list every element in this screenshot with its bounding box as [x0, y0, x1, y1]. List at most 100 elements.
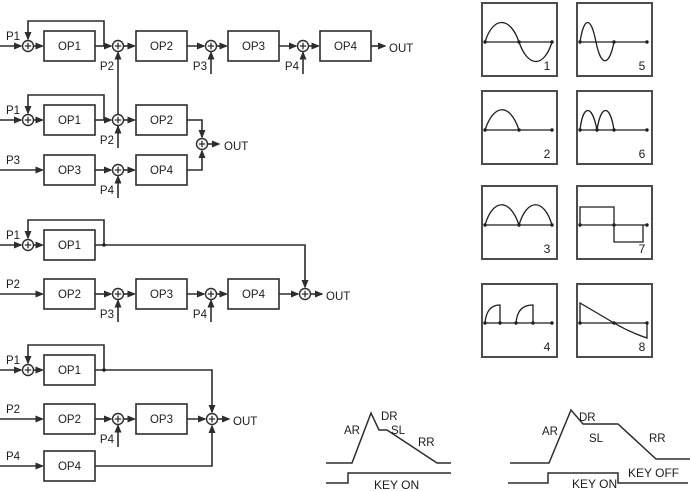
operator-label: OP3: [58, 165, 81, 177]
operator-label: OP1: [58, 365, 81, 377]
alg4-connectors: [0, 344, 231, 470]
key-on-label: KEY ON: [374, 478, 419, 491]
adder-icon: [21, 363, 35, 377]
release-rate-label: RR: [418, 437, 435, 449]
adder-icon: [195, 137, 209, 151]
adder-icon: [111, 287, 125, 301]
input-label: P4: [193, 309, 208, 321]
algorithm-2: P1 P2 P3 P4 OP1 OP2 OP3 OP4 OUT: [0, 94, 248, 198]
waveform-number: 1: [544, 59, 551, 73]
envelope-diagram-key-on: AR DR SL RR KEY ON: [326, 411, 451, 491]
junction-dot: [102, 368, 106, 372]
envelope-diagram-key-off: AR DR SL RR KEY OFF KEY ON: [508, 408, 690, 491]
operator-label: OP3: [242, 41, 265, 53]
adder-icon: [21, 113, 35, 127]
junction-dot: [102, 243, 106, 247]
decay-rate-label: DR: [579, 412, 596, 424]
feedback-loop: [24, 344, 105, 370]
operator-box: [135, 30, 188, 62]
op4-branch: [95, 424, 216, 467]
adder-icon: [111, 163, 125, 177]
alg2-connectors: [0, 94, 221, 198]
operator-label: OP3: [150, 414, 173, 426]
envelope-curve: [326, 411, 451, 464]
input-label: P2: [100, 61, 114, 73]
operator-box: [135, 154, 188, 186]
adder-icon: [21, 39, 35, 53]
input-label: P4: [285, 61, 300, 73]
operator-box: [43, 104, 96, 136]
adder-icon: [296, 39, 310, 53]
compressed-sine-icon: [579, 21, 615, 62]
input-label: P2: [100, 135, 114, 147]
waveform-box-7: 7: [576, 185, 653, 260]
waveform-number: 3: [544, 242, 551, 256]
operator-label: OP2: [58, 414, 81, 426]
input-label: P3: [100, 309, 114, 321]
input-label: P2: [6, 279, 20, 291]
operator-label: OP4: [150, 165, 174, 177]
waveform-number: 2: [544, 147, 551, 161]
operator-label: OP2: [150, 115, 173, 127]
operator-box: [319, 30, 372, 62]
quarter-sine-fins-icon: [484, 304, 534, 324]
release-rate-label: RR: [649, 433, 666, 445]
waveform-number: 7: [639, 242, 646, 256]
key-on-label: KEY ON: [572, 477, 617, 491]
operator-box: [135, 403, 188, 435]
input-label: P1: [6, 105, 20, 117]
key-gate-signal: [326, 472, 451, 484]
carrier-branch: [95, 369, 216, 414]
output-label: OUT: [389, 43, 413, 55]
input-label: P1: [6, 230, 20, 242]
input-label: P1: [6, 31, 20, 43]
operator-box: [43, 450, 96, 482]
algorithm-4: P1 P2 P4 P4 OP1 OP2 OP3 OP4 OUT: [0, 344, 257, 482]
adder-icon: [111, 113, 125, 127]
output-label: OUT: [233, 416, 257, 428]
adder-icon: [204, 39, 218, 53]
operator-label: OP4: [58, 461, 82, 473]
adder-icon: [298, 287, 312, 301]
attack-rate-label: AR: [344, 425, 360, 437]
adder-icon: [111, 412, 125, 426]
alg3-connectors: [0, 219, 324, 322]
adder-icon: [21, 238, 35, 252]
operator-label: OP3: [150, 289, 173, 301]
input-label: P1: [6, 355, 20, 367]
operator-box: [227, 278, 280, 310]
input-label: P4: [6, 451, 21, 463]
key-gate-signal: [508, 472, 688, 484]
operator-box: [43, 154, 96, 186]
operator-box: [43, 403, 96, 435]
feedback-loop: [24, 219, 105, 245]
input-label: P3: [6, 155, 20, 167]
output-label: OUT: [326, 291, 350, 303]
feedback-loop: [24, 20, 105, 46]
waveform-box-4: 4: [481, 283, 558, 358]
attack-rate-label: AR: [542, 426, 558, 438]
input-label: P3: [193, 61, 207, 73]
input-label: P2: [6, 404, 20, 416]
waveform-box-6: 6: [576, 90, 653, 165]
operator-box: [135, 278, 188, 310]
adder-icon: [111, 39, 125, 53]
algorithm-1: P1 P2 P3 P4 OP1 OP2 OP3 OP4 OUT: [0, 20, 413, 128]
input-label: P4: [100, 185, 115, 197]
alg1-connectors: [0, 20, 387, 128]
sustain-level-label: SL: [391, 425, 406, 437]
operator-label: OP2: [58, 289, 81, 301]
operator-label: OP4: [242, 289, 266, 301]
adder-icon: [204, 287, 218, 301]
input-label: P4: [100, 434, 115, 446]
waveform-number: 8: [639, 340, 646, 354]
sustain-level-label: SL: [589, 433, 604, 445]
envelope-curve: [510, 408, 690, 464]
operator-box: [43, 229, 96, 261]
operator-box: [227, 30, 280, 62]
operator-label: OP4: [334, 41, 358, 53]
feedback-loop: [24, 94, 105, 120]
waveform-box-3: 3: [481, 185, 558, 260]
